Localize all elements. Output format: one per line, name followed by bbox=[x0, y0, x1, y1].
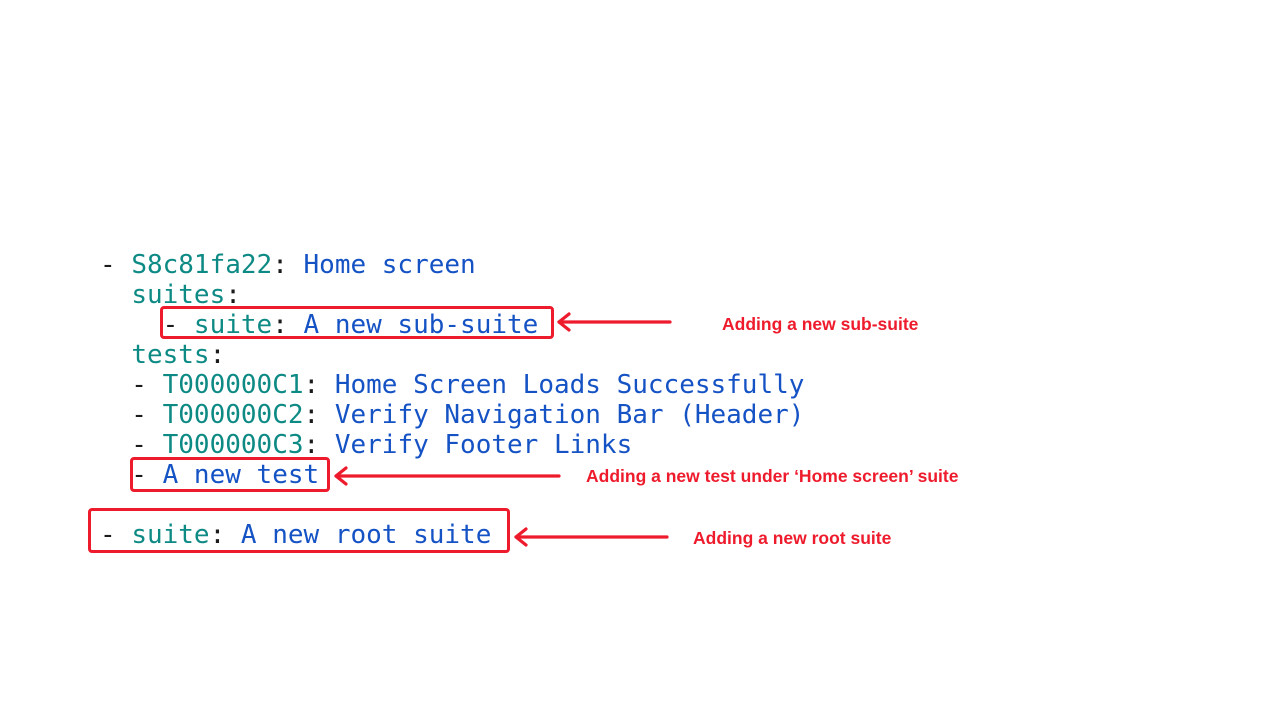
yaml-test-id: T000000C3 bbox=[162, 430, 304, 460]
yaml-indent bbox=[100, 340, 131, 370]
yaml-test-title: Home Screen Loads Successfully bbox=[319, 370, 805, 400]
yaml-colon: : bbox=[303, 430, 320, 460]
yaml-suite-title: Home screen bbox=[287, 250, 476, 280]
annotation-root-suite: Adding a new root suite bbox=[693, 528, 892, 548]
yaml-suite-id: S8c81fa22 bbox=[131, 250, 273, 280]
yaml-colon: : bbox=[303, 400, 320, 430]
yaml-test-title: Verify Navigation Bar (Header) bbox=[319, 400, 805, 430]
code-line-test-3: - T000000C3: Verify Footer Links bbox=[100, 430, 804, 460]
arrow-to-sub-suite-icon bbox=[557, 312, 672, 332]
yaml-key-suites: suites bbox=[131, 280, 226, 310]
yaml-indent bbox=[100, 280, 131, 310]
yaml-colon: : bbox=[303, 370, 320, 400]
code-line-new-test: - A new test bbox=[100, 460, 804, 490]
yaml-sub-suite-name: A new sub-suite bbox=[287, 310, 539, 340]
arrow-to-root-suite-icon bbox=[514, 527, 669, 547]
code-line-test-2: - T000000C2: Verify Navigation Bar (Head… bbox=[100, 400, 804, 430]
yaml-key-tests: tests bbox=[131, 340, 210, 370]
arrow-to-new-test-icon bbox=[334, 466, 561, 486]
yaml-colon: : bbox=[225, 280, 241, 310]
yaml-test-title: Verify Footer Links bbox=[319, 430, 633, 460]
annotation-new-test: Adding a new test under ‘Home screen’ su… bbox=[586, 466, 959, 486]
highlight-box-new-sub-suite bbox=[160, 306, 554, 339]
yaml-key-suite: suite bbox=[131, 520, 210, 550]
yaml-key-suite: suite bbox=[193, 310, 273, 340]
yaml-test-id: T000000C1 bbox=[162, 370, 304, 400]
yaml-root-suite-name: A new root suite bbox=[225, 520, 492, 550]
yaml-new-test-name: A new test bbox=[162, 460, 320, 490]
code-line-suites-key: suites: bbox=[100, 280, 804, 310]
annotation-sub-suite: Adding a new sub-suite bbox=[722, 314, 919, 334]
code-line-new-sub-suite: - suite: A new sub-suite bbox=[100, 310, 804, 340]
yaml-dash: - bbox=[100, 370, 163, 400]
yaml-dash: - bbox=[100, 250, 132, 280]
code-line-tests-key: tests: bbox=[100, 340, 804, 370]
yaml-dash: - bbox=[100, 400, 163, 430]
yaml-dash: - bbox=[100, 460, 163, 490]
highlight-box-new-test bbox=[130, 457, 330, 492]
yaml-dash: - bbox=[100, 430, 163, 460]
code-line-suite-entry: - S8c81fa22: Home screen bbox=[100, 250, 804, 280]
yaml-colon: : bbox=[209, 340, 226, 370]
yaml-colon: : bbox=[209, 520, 226, 550]
yaml-dash: - bbox=[100, 520, 132, 550]
yaml-colon: : bbox=[272, 310, 288, 340]
yaml-colon: : bbox=[272, 250, 288, 280]
highlight-box-new-root-suite bbox=[88, 508, 510, 553]
yaml-code-block: - S8c81fa22: Home screen suites: - suite… bbox=[100, 250, 804, 550]
code-line-test-1: - T000000C1: Home Screen Loads Successfu… bbox=[100, 370, 804, 400]
yaml-dash: - bbox=[100, 310, 194, 340]
yaml-test-id: T000000C2 bbox=[162, 400, 304, 430]
code-line-new-root-suite: - suite: A new root suite bbox=[100, 520, 804, 550]
